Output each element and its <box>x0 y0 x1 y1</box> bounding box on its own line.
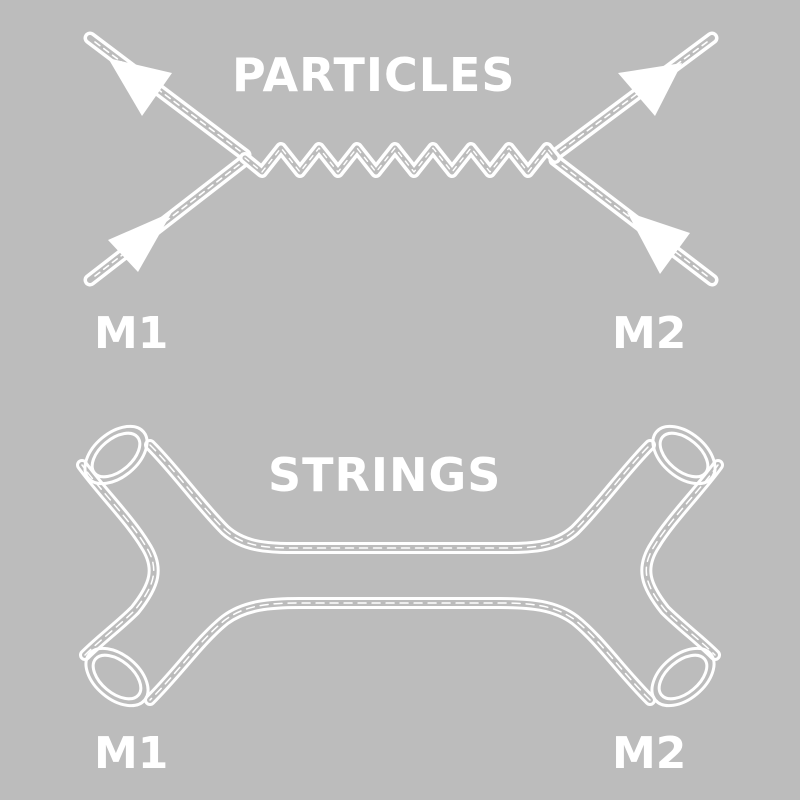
strings-label-m2: M2 <box>612 728 687 779</box>
arrow-upper-right-icon <box>618 63 682 116</box>
tube-end-upper-right <box>651 424 717 486</box>
tube-end-lower-right <box>650 646 716 708</box>
tube-end-lower-left <box>84 646 150 708</box>
arrow-upper-left-icon <box>108 58 172 116</box>
particle-line-lower-left <box>83 153 252 287</box>
arrow-lower-left-icon <box>108 212 172 272</box>
tube-end-upper-left <box>83 424 149 486</box>
particle-line-upper-left <box>83 31 252 162</box>
strings-label-m1: M1 <box>94 728 169 779</box>
particle-line-upper-right <box>548 31 719 162</box>
strings-title: STRINGS <box>268 448 502 502</box>
particles-title: PARTICLES <box>232 48 516 102</box>
string-worldsheet <box>76 439 724 706</box>
wavy-propagator <box>239 142 561 178</box>
particles-label-m2: M2 <box>612 308 687 359</box>
particles-label-m1: M1 <box>94 308 169 359</box>
arrow-lower-right-icon <box>627 212 690 274</box>
